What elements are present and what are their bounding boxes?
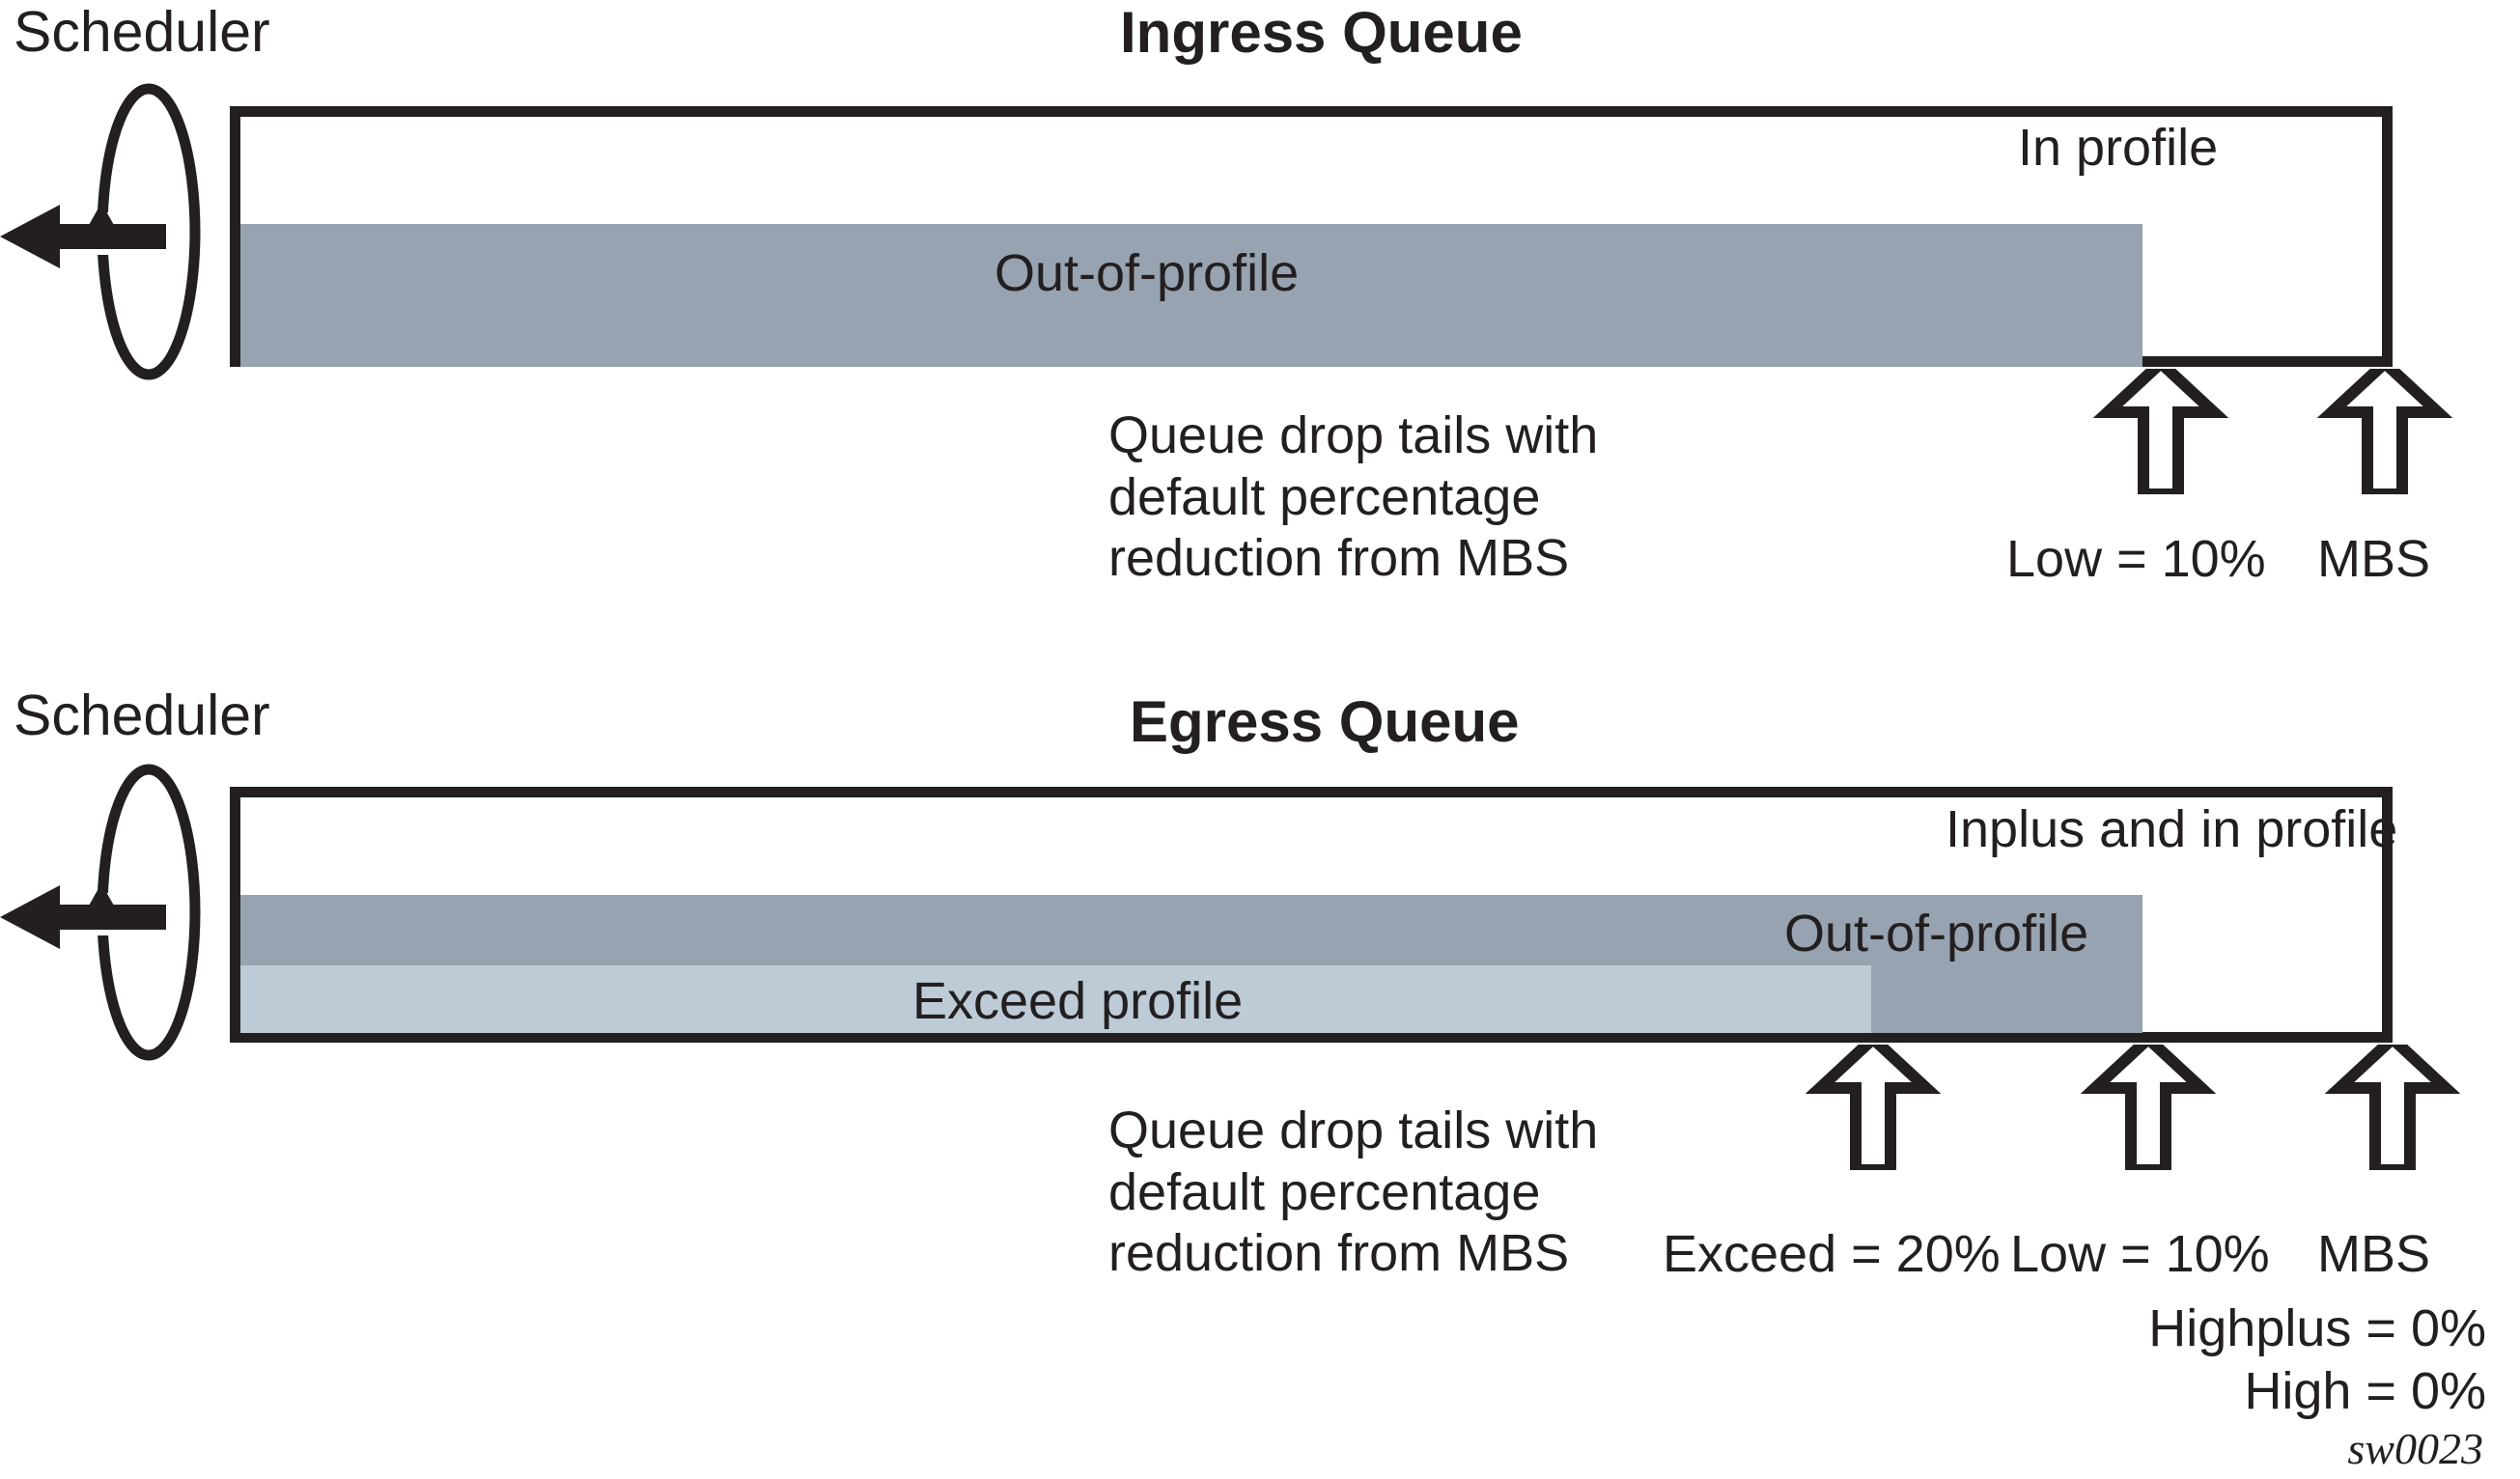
ingress-band-out-of-profile: [240, 224, 2142, 367]
egress-band-label-inplus-and-in-profile: Inplus and in profile: [1946, 800, 2398, 858]
egress-queue-title: Egress Queue: [1130, 689, 1520, 754]
egress-marker-label-exceed: Exceed = 20%: [1663, 1225, 2001, 1283]
figure-id-label: sw0023: [2347, 1424, 2483, 1473]
egress-scheduler-icon: [0, 764, 201, 1061]
ingress-scheduler-icon: [0, 83, 201, 380]
ingress-queue-title: Ingress Queue: [1120, 0, 1523, 65]
egress-scheduler-label: Scheduler: [14, 684, 270, 747]
egress-marker-label-low: Low = 10%: [2010, 1225, 2270, 1283]
egress-extra-label-highplus: Highplus = 0%: [2148, 1299, 2486, 1357]
egress-queue-box: [230, 787, 2393, 1043]
ingress-marker-arrows: [2092, 369, 2453, 494]
ingress-band-label-out-of-profile: Out-of-profile: [994, 244, 1300, 302]
ingress-drop-tail-note: Queue drop tails with default percentage…: [1108, 406, 1599, 588]
egress-band-label-out-of-profile: Out-of-profile: [1784, 905, 2089, 963]
egress-band-exceed-profile: [240, 965, 1871, 1033]
ingress-queue-box: [230, 106, 2393, 367]
ingress-band-label-in-profile: In profile: [2018, 119, 2219, 177]
ingress-scheduler-label: Scheduler: [14, 0, 270, 64]
egress-band-label-exceed-profile: Exceed profile: [912, 972, 1244, 1030]
ingress-marker-label-low: Low = 10%: [2006, 530, 2266, 588]
egress-marker-arrows: [1805, 1045, 2461, 1170]
ingress-marker-label-mbs: MBS: [2317, 530, 2431, 588]
egress-extra-label-high: High = 0%: [2244, 1362, 2486, 1420]
egress-drop-tail-note: Queue drop tails with default percentage…: [1108, 1102, 1599, 1283]
egress-marker-label-mbs: MBS: [2317, 1225, 2431, 1283]
